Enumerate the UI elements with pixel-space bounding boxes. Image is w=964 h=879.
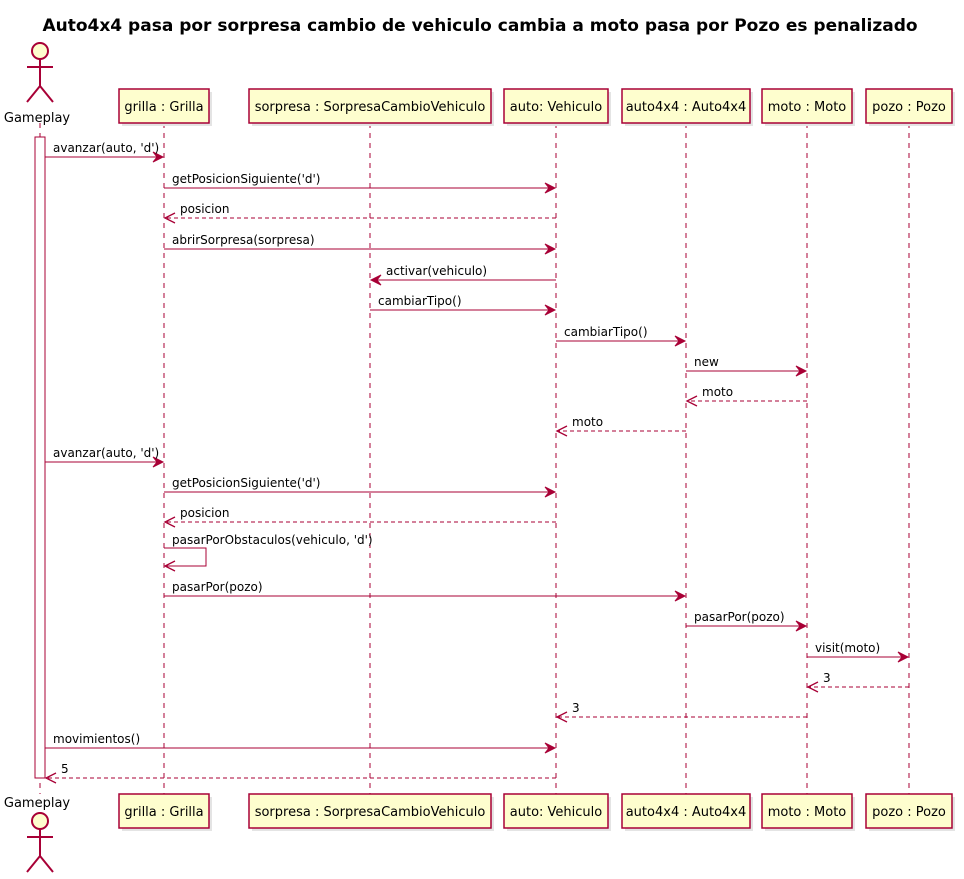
message-label: moto [702, 385, 733, 399]
actor-label: Gameplay [4, 111, 71, 126]
participant-label: moto : Moto [768, 805, 847, 820]
message-label: new [694, 355, 719, 369]
activation-bar-gameplay [34, 136, 46, 779]
message-19: 3 [555, 701, 807, 723]
message-4: abrirSorpresa(sorpresa) [164, 233, 557, 255]
participant-label: auto: Vehiculo [510, 100, 603, 115]
actor-gameplay: Gameplay [4, 796, 71, 873]
participant-label: sorpresa : SorpresaCambioVehiculo [255, 100, 486, 115]
message-label: pasarPor(pozo) [172, 580, 263, 594]
message-label: 3 [572, 701, 580, 715]
message-15: pasarPor(pozo) [164, 580, 687, 602]
participant-pozo: pozo : Pozo [865, 793, 955, 831]
participant-pozo: pozo : Pozo [865, 88, 955, 126]
actor-gameplay: Gameplay [4, 42, 71, 126]
message-5: activar(vehiculo) [369, 264, 556, 286]
message-label: pasarPorObstaculos(vehiculo, 'd') [172, 533, 373, 547]
message-label: moto [572, 415, 603, 429]
participant-label: auto4x4 : Auto4x4 [626, 805, 747, 820]
participants-bottom: Gameplay grilla : Grilla sorpresa : Sorpre… [4, 793, 955, 873]
message-1: avanzar(auto, 'd') [45, 141, 165, 163]
message-6: cambiarTipo() [370, 294, 557, 316]
message-label: 3 [823, 671, 831, 685]
actor-label: Gameplay [4, 796, 71, 811]
participant-grilla: grilla : Grilla [118, 88, 212, 126]
message-16: pasarPor(pozo) [686, 610, 808, 632]
participant-grilla: grilla : Grilla [118, 793, 212, 831]
message-label: getPosicionSiguiente('d') [172, 172, 320, 186]
message-label: movimientos() [53, 732, 140, 746]
message-8: new [686, 355, 808, 377]
message-17: visit(moto) [807, 641, 910, 663]
participant-sorpresa: sorpresa : SorpresaCambioVehiculo [248, 88, 494, 126]
message-label: cambiarTipo() [564, 325, 648, 339]
message-10: moto [555, 415, 686, 437]
activation-bars [34, 136, 46, 779]
messages: avanzar(auto, 'd') getPosicionSiguiente('… [44, 141, 910, 784]
message-11: avanzar(auto, 'd') [45, 446, 165, 468]
message-12: getPosicionSiguiente('d') [164, 476, 557, 498]
participant-sorpresa: sorpresa : SorpresaCambioVehiculo [248, 793, 494, 831]
message-13: posicion [163, 506, 556, 528]
message-2: getPosicionSiguiente('d') [164, 172, 557, 194]
participant-auto: auto: Vehiculo [503, 793, 611, 831]
message-label: abrirSorpresa(sorpresa) [172, 233, 315, 247]
message-9: moto [685, 385, 807, 407]
participant-label: auto4x4 : Auto4x4 [626, 100, 747, 115]
message-label: posicion [180, 202, 229, 216]
message-20: movimientos() [45, 732, 557, 754]
participant-label: pozo : Pozo [872, 100, 946, 115]
message-3: posicion [163, 202, 556, 224]
message-14: pasarPorObstaculos(vehiculo, 'd') [163, 533, 373, 572]
participant-moto: moto : Moto [761, 88, 855, 126]
participant-label: sorpresa : SorpresaCambioVehiculo [255, 805, 486, 820]
participant-moto: moto : Moto [761, 793, 855, 831]
message-18: 3 [806, 671, 909, 693]
message-7: cambiarTipo() [556, 325, 687, 347]
message-label: getPosicionSiguiente('d') [172, 476, 320, 490]
message-label: cambiarTipo() [378, 294, 462, 308]
message-label: avanzar(auto, 'd') [53, 141, 159, 155]
participant-label: grilla : Grilla [124, 100, 203, 115]
message-label: visit(moto) [815, 641, 880, 655]
lifelines [39, 123, 910, 794]
message-label: pasarPor(pozo) [694, 610, 785, 624]
participants-top: Gameplay grilla : Grilla sorpresa : Sorpre… [4, 42, 955, 126]
message-label: 5 [61, 762, 69, 776]
participant-auto: auto: Vehiculo [503, 88, 611, 126]
participant-auto4x4: auto4x4 : Auto4x4 [621, 793, 753, 831]
participant-auto4x4: auto4x4 : Auto4x4 [621, 88, 753, 126]
message-label: activar(vehiculo) [386, 264, 487, 278]
participant-label: grilla : Grilla [124, 805, 203, 820]
message-label: posicion [180, 506, 229, 520]
participant-label: moto : Moto [768, 100, 847, 115]
message-21: 5 [44, 762, 556, 784]
participant-label: auto: Vehiculo [510, 805, 603, 820]
message-label: avanzar(auto, 'd') [53, 446, 159, 460]
diagram-title: Auto4x4 pasa por sorpresa cambio de vehi… [42, 16, 917, 36]
participant-label: pozo : Pozo [872, 805, 946, 820]
